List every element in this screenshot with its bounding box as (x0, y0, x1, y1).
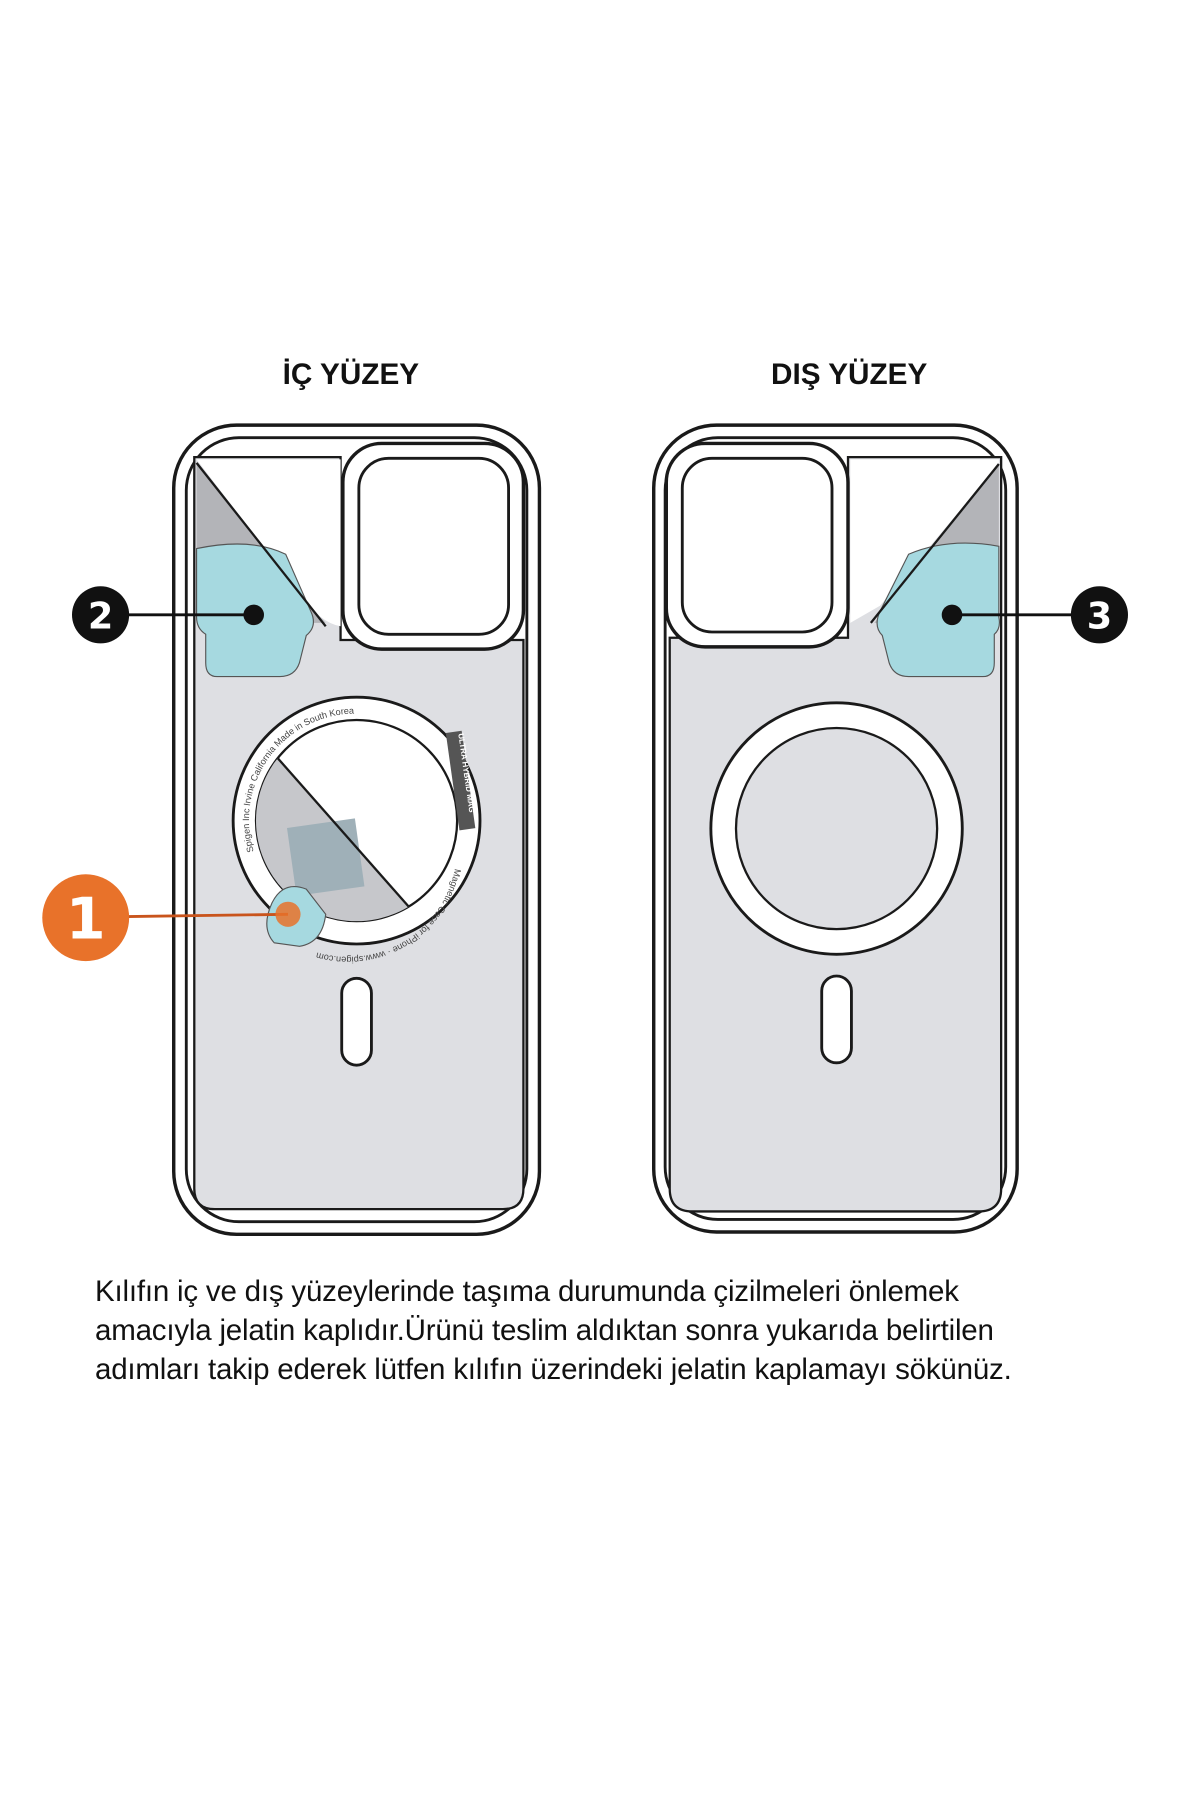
marker-1: 1 (42, 874, 301, 962)
magsafe-ring-inner: Spigen Inc Irvine California Made in Sou… (231, 695, 482, 965)
inner-surface-heading: İÇ YÜZEY (283, 358, 420, 391)
note-line-1: Kılıfın iç ve dış yüzeylerinde taşıma du… (95, 1275, 959, 1308)
inner-surface-case: Spigen Inc Irvine California Made in Sou… (171, 423, 542, 1236)
note-line-3: adımları takip ederek lütfen kılıfın üze… (95, 1353, 1012, 1386)
marker-2: 2 (72, 586, 264, 644)
note-line-2: amacıyla jelatin kaplıdır.Ürünü teslim a… (95, 1314, 994, 1347)
outer-surface-case (651, 423, 1019, 1234)
svg-text:2: 2 (88, 595, 113, 638)
film-removal-note: Kılıfın iç ve dış yüzeylerinde taşıma du… (95, 1272, 1195, 1389)
svg-text:3: 3 (1087, 595, 1112, 638)
svg-text:1: 1 (66, 886, 106, 952)
marker-3: 3 (941, 586, 1128, 644)
outer-surface-heading: DIŞ YÜZEY (771, 358, 927, 391)
